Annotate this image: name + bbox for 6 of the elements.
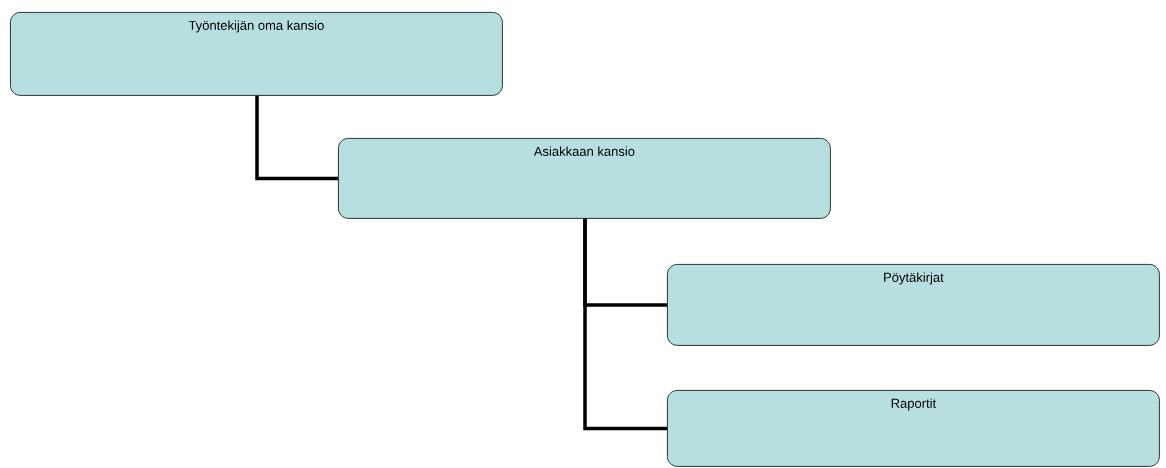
connector (583, 218, 667, 431)
folder-box: Raportit (667, 390, 1160, 467)
connector (255, 95, 338, 181)
folder-box: Asiakkaan kansio (338, 138, 831, 219)
folder-box: Pöytäkirjat (667, 264, 1160, 346)
folder-box: Työntekijän oma kansio (10, 12, 503, 96)
